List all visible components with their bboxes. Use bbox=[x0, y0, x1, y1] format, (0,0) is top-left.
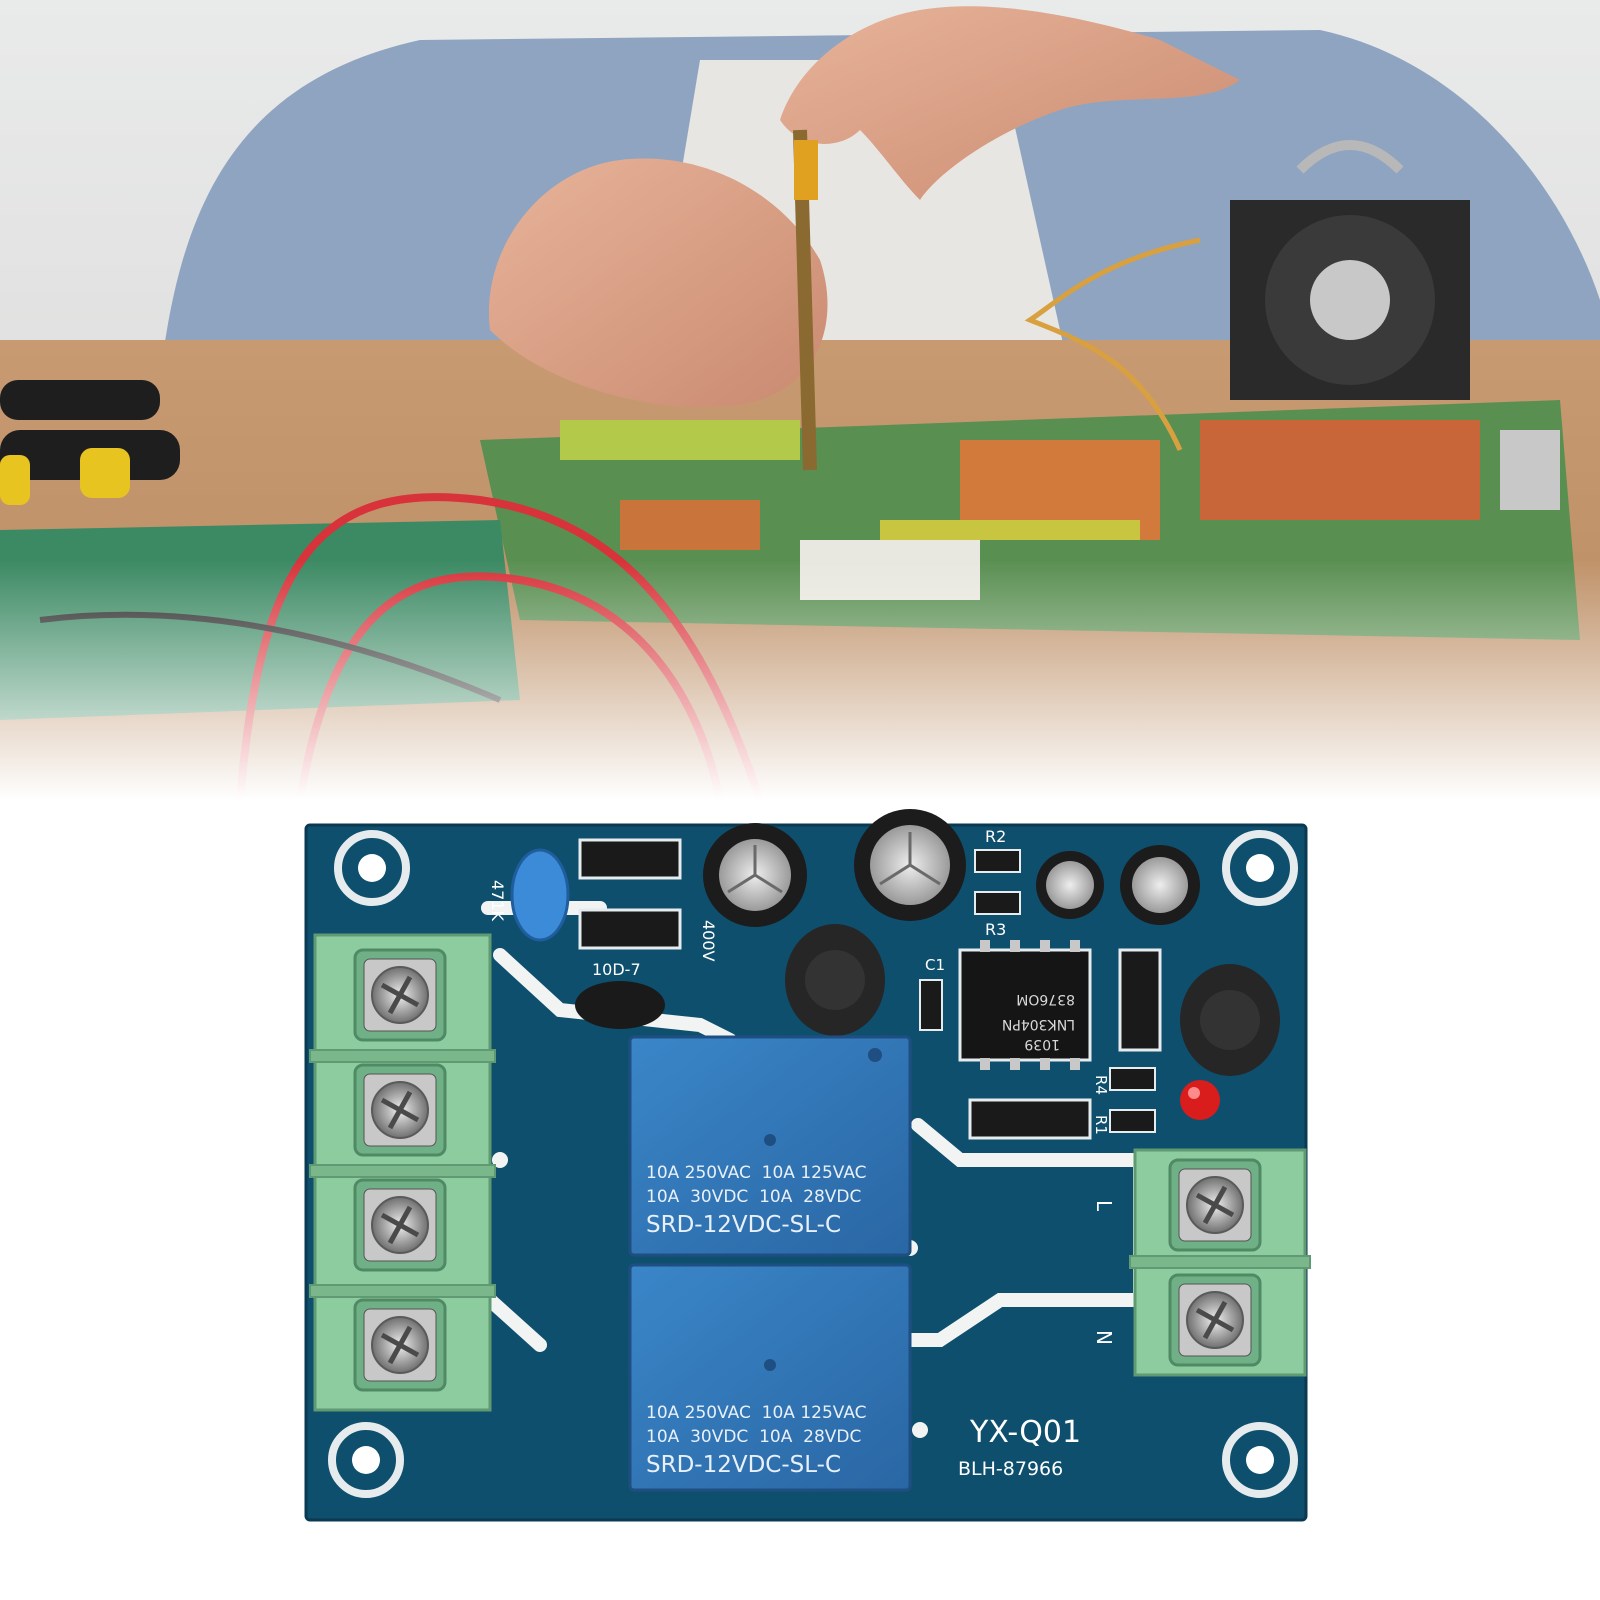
capacitor-voltage-label: 400V bbox=[699, 920, 718, 962]
smd-diode bbox=[578, 838, 682, 880]
smd-resistor bbox=[1109, 1067, 1156, 1091]
varistor bbox=[510, 848, 570, 942]
resistor-label-r1: R1 bbox=[1092, 1115, 1110, 1135]
terminal-divider bbox=[309, 1049, 496, 1063]
board-code-label: BLH-87966 bbox=[958, 1458, 1063, 1480]
terminal-screw-icon bbox=[353, 1063, 447, 1157]
electrolytic-capacitor-small bbox=[1120, 845, 1200, 925]
relay-top-line-3: SRD-12VDC-SL-C bbox=[646, 1212, 841, 1238]
terminal-screw-icon bbox=[353, 1178, 447, 1272]
electrolytic-capacitor bbox=[854, 809, 966, 921]
capacitor-label-c1: C1 bbox=[925, 956, 945, 974]
pcb-board: 471K 10D-7 400V bbox=[304, 809, 1311, 1522]
right-hand bbox=[780, 6, 1240, 200]
varistor-label: 471K bbox=[488, 880, 507, 922]
terminal-label-n: N bbox=[1092, 1330, 1116, 1345]
electrolytic-capacitor-small bbox=[1036, 851, 1104, 919]
resistor-label-r4: R4 bbox=[1092, 1075, 1110, 1095]
model-label: YX-Q01 bbox=[969, 1415, 1081, 1450]
terminal-screw-icon bbox=[1168, 1273, 1262, 1367]
smd-capacitor bbox=[919, 979, 943, 1031]
power-ic bbox=[958, 948, 1092, 1062]
ic-line-1: 1039 bbox=[1024, 1036, 1060, 1052]
relay-bottom: 10A 250VAC 10A 125VAC 10A 30VDC 10A 28VD… bbox=[628, 1263, 912, 1492]
mounting-hole-icon bbox=[334, 830, 410, 906]
relay-bottom-line-3: SRD-12VDC-SL-C bbox=[646, 1452, 841, 1478]
smd-diode bbox=[968, 1098, 1092, 1140]
status-led bbox=[1180, 1080, 1220, 1120]
workbench-photo bbox=[0, 0, 1600, 800]
mounting-hole-icon bbox=[1222, 1422, 1298, 1498]
diode-label: 10D-7 bbox=[592, 960, 641, 979]
electrolytic-capacitor bbox=[703, 823, 807, 927]
relay-top-line-2: 10A 30VDC 10A 28VDC bbox=[646, 1187, 861, 1207]
terminal-screw-icon bbox=[353, 948, 447, 1042]
photo-fade bbox=[0, 560, 1600, 800]
relay-bottom-line-1: 10A 250VAC 10A 125VAC bbox=[646, 1403, 867, 1423]
smd-resistor bbox=[1109, 1109, 1156, 1133]
terminal-screw-icon bbox=[1168, 1158, 1262, 1252]
mounting-hole-icon bbox=[328, 1422, 404, 1498]
thermistor bbox=[575, 981, 665, 1029]
resistor-label-r3: R3 bbox=[985, 920, 1006, 939]
relay-bottom-line-2: 10A 30VDC 10A 28VDC bbox=[646, 1427, 861, 1447]
pliers bbox=[0, 380, 160, 420]
terminal-divider bbox=[309, 1284, 496, 1298]
relay-module-product: 471K 10D-7 400V bbox=[0, 800, 1600, 1600]
terminal-screw-icon bbox=[353, 1298, 447, 1392]
smd-resistor bbox=[974, 891, 1021, 915]
left-hand bbox=[488, 158, 828, 408]
terminal-divider bbox=[309, 1164, 496, 1178]
smd-resistor bbox=[974, 849, 1021, 873]
relay-top-line-1: 10A 250VAC 10A 125VAC bbox=[646, 1163, 867, 1183]
resistor-label-r2: R2 bbox=[985, 827, 1006, 846]
terminal-block-2pin bbox=[1129, 1148, 1311, 1377]
ic-line-2: LNK304PN bbox=[1002, 1016, 1075, 1032]
relay-top: 10A 250VAC 10A 125VAC 10A 30VDC 10A 28VD… bbox=[628, 1035, 912, 1257]
terminal-block-4pin bbox=[309, 933, 496, 1412]
terminal-label-l: L bbox=[1092, 1200, 1116, 1212]
terminal-divider bbox=[1129, 1255, 1311, 1269]
mounting-hole-icon bbox=[1222, 830, 1298, 906]
ic-line-3: 8376OM bbox=[1016, 991, 1075, 1007]
smd-diode bbox=[578, 908, 682, 950]
smd-diode bbox=[1118, 948, 1162, 1052]
